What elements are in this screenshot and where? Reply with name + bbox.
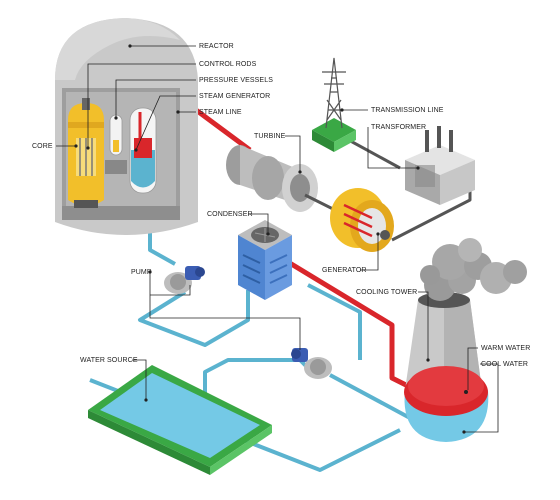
label-transformer: TRANSFORMER (371, 124, 426, 131)
label-generator: GENERATOR (322, 267, 367, 274)
label-steam-generator: STEAM GENERATOR (199, 93, 270, 100)
label-transmission-line: TRANSMISSION LINE (371, 107, 444, 114)
label-cooling-tower: COOLING TOWER (356, 289, 417, 296)
steam-generator (129, 107, 157, 194)
label-core: CORE (32, 143, 53, 150)
condenser (238, 220, 292, 300)
label-pressure-vessels: PRESSURE VESSELS (199, 77, 273, 84)
pump-to-condenser-pipe (138, 290, 250, 347)
turbine (226, 145, 346, 217)
cooling-tower-steam-plume (420, 238, 527, 301)
cooling-tower (404, 292, 489, 442)
pump-1 (164, 266, 205, 294)
pressure-vessels (105, 114, 127, 174)
label-water-source: WATER SOURCE (80, 357, 138, 364)
label-control-rods: CONTROL RODS (199, 61, 257, 68)
label-condenser: CONDENSER (207, 211, 253, 218)
label-reactor: REACTOR (199, 43, 234, 50)
transmission-tower (312, 57, 356, 152)
labels: REACTOR CONTROL RODS PRESSURE VESSELS ST… (32, 43, 530, 368)
water-source-pool (88, 365, 272, 475)
label-cool-water: COOL WATER (481, 361, 528, 368)
label-pump: PUMP (131, 269, 152, 276)
pump-2 (291, 348, 332, 379)
tower-return-pipe (307, 283, 362, 360)
label-turbine: TURBINE (254, 133, 286, 140)
transformer (405, 126, 475, 205)
cooling-water-pipe (203, 358, 312, 420)
transformer-power-line (344, 136, 401, 170)
reactor-core (68, 98, 104, 208)
pump-to-tower-pipe (329, 373, 411, 420)
generator (330, 188, 394, 252)
leader-lines (56, 44, 499, 434)
label-steam-line: STEAM LINE (199, 109, 242, 116)
label-warm-water: WARM WATER (481, 345, 530, 352)
